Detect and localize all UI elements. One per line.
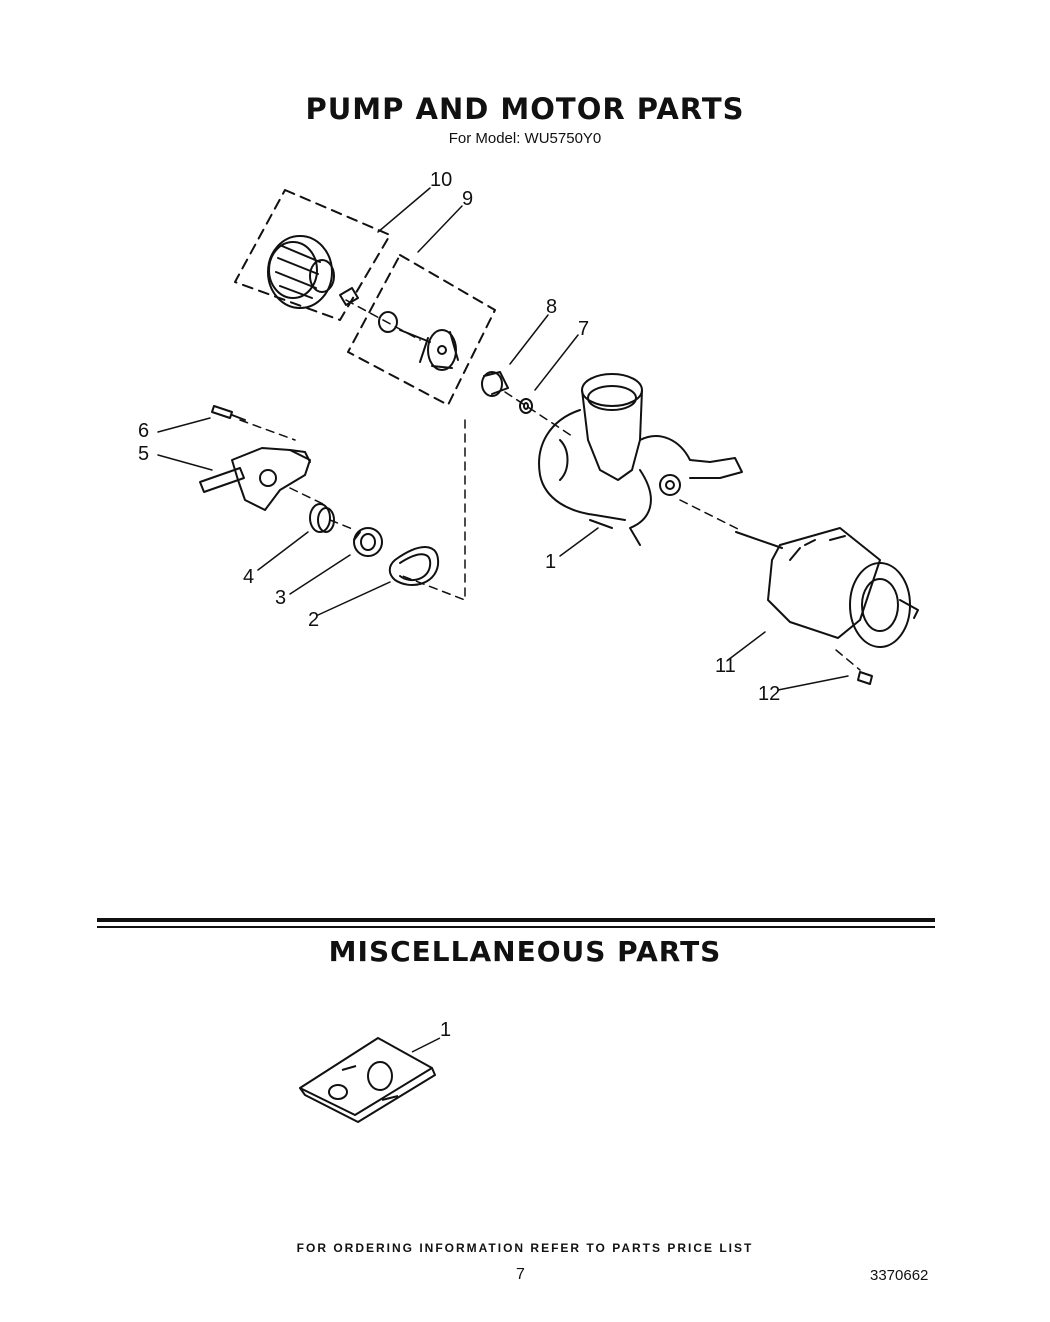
callout-6: 6	[138, 420, 149, 442]
part-4-ring	[309, 503, 335, 533]
leader-lines	[157, 187, 849, 691]
pump-section-title: PUMP AND MOTOR PARTS	[305, 92, 745, 126]
callout-2: 2	[308, 609, 319, 631]
callout-7: 7	[578, 318, 589, 340]
part-10-pulley-assembly	[234, 189, 391, 321]
misc-callout-1: 1	[440, 1019, 451, 1041]
part-11-motor	[735, 527, 919, 648]
callout-3: 3	[275, 587, 286, 609]
part-1-pump-housing	[538, 373, 743, 546]
part-8-seal	[481, 371, 509, 397]
callout-12: 12	[758, 683, 780, 705]
callout-8: 8	[546, 296, 557, 318]
callout-1: 1	[545, 551, 556, 573]
part-7-washer	[519, 398, 533, 414]
callout-9: 9	[462, 188, 473, 210]
callout-5: 5	[138, 443, 149, 465]
part-3-seal	[353, 527, 383, 557]
callout-10: 10	[430, 169, 452, 191]
part-6-screw	[211, 405, 246, 421]
section-divider-thin	[97, 926, 935, 928]
callout-11: 11	[715, 655, 736, 677]
part-9-impeller-assembly	[347, 254, 496, 406]
part-12-screw	[857, 671, 873, 685]
model-subtitle: For Model: WU5750Y0	[448, 130, 602, 147]
ordering-note: FOR ORDERING INFORMATION REFER TO PARTS …	[296, 1241, 754, 1255]
page-number: 7	[516, 1266, 525, 1283]
misc-section-title: MISCELLANEOUS PARTS	[328, 935, 722, 968]
document-number: 3370662	[870, 1267, 929, 1284]
part-5-pump-cover	[199, 447, 311, 511]
callout-4: 4	[243, 566, 254, 588]
pump-callouts: 1 2 3 4 5 6 7 8 9 10 11 12	[138, 169, 780, 705]
section-divider	[97, 918, 935, 922]
part-2-gasket	[388, 546, 440, 586]
misc-part-1-bracket	[299, 1037, 441, 1123]
